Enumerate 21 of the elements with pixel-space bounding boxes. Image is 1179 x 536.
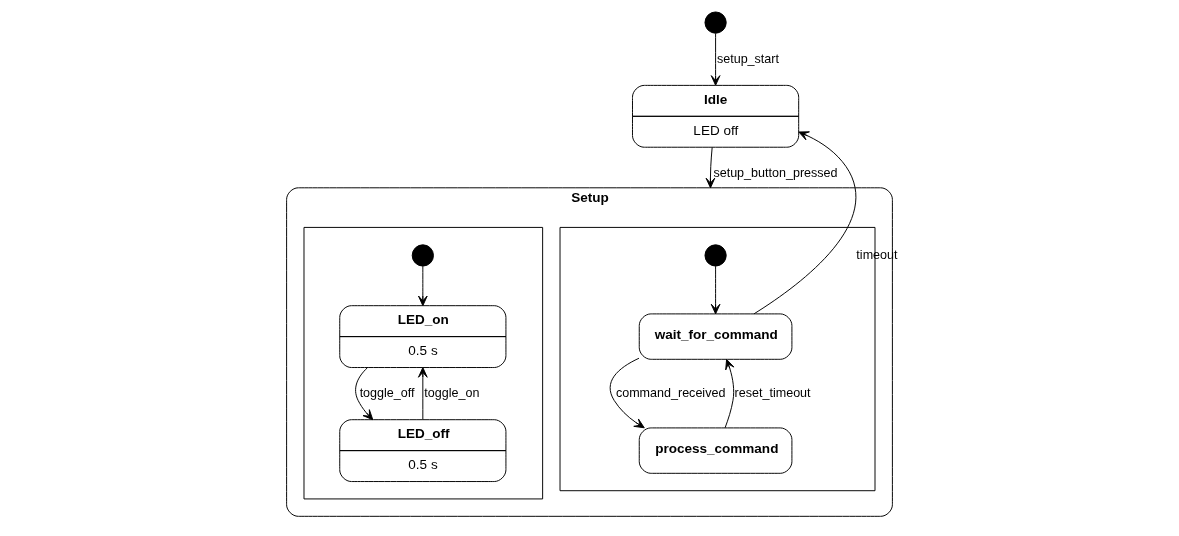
arrow <box>418 367 428 420</box>
edge-label: setup_start <box>716 51 779 66</box>
edge-label: setup_button_pressed <box>713 165 838 180</box>
node-circle <box>411 244 434 267</box>
edge-label: command_received <box>615 385 726 400</box>
edge-label: toggle_on <box>424 385 480 400</box>
node-box: process_command <box>638 427 793 474</box>
arrow <box>355 367 374 421</box>
arrow <box>753 131 857 315</box>
edge-label: toggle_off <box>359 385 415 400</box>
node-circle <box>704 11 727 34</box>
arrow <box>710 32 721 86</box>
arrow <box>609 357 645 429</box>
cluster <box>303 226 544 500</box>
arrow <box>705 147 716 189</box>
arrow <box>710 265 721 315</box>
arrow <box>418 265 428 307</box>
node-box: wait_for_command <box>638 313 793 360</box>
edge-label: reset_timeout <box>734 385 811 400</box>
arrow <box>724 358 735 429</box>
node-circle <box>704 244 727 267</box>
